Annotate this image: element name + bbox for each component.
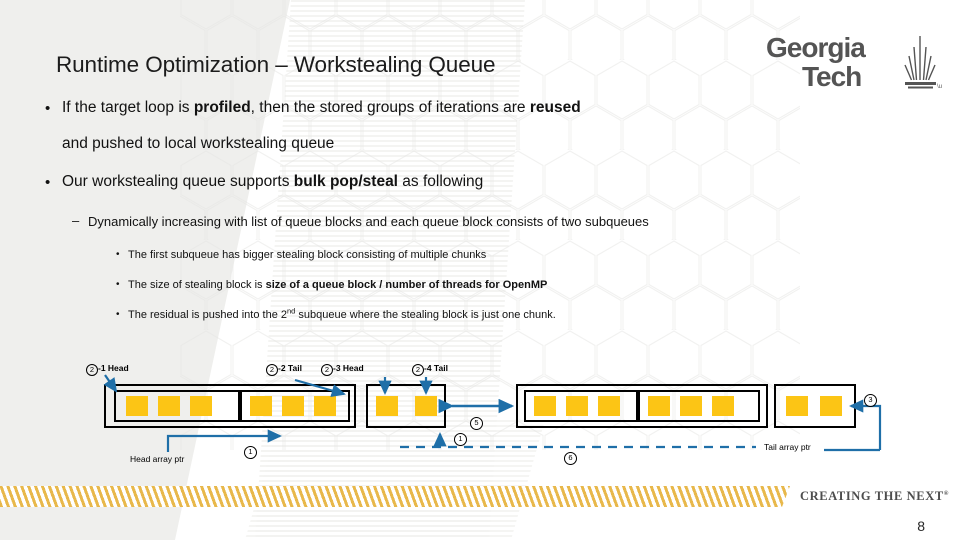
footer-tagline-text: CREATING THE NEXT (800, 489, 944, 503)
sub-bullet-text: Dynamically increasing with list of queu… (88, 214, 649, 229)
circled-number-2: 2 (412, 364, 424, 376)
label-head-2-3: 2-3 Head (321, 363, 364, 376)
sub-sub-bullet-text-pre: The residual is pushed into the 2 (128, 309, 287, 321)
bullet-1-text-pre: If the target loop is (62, 99, 194, 116)
circled-step-5: 5 (470, 417, 483, 430)
chunk (598, 396, 620, 416)
content-bullets: • If the target loop is profiled, then t… (30, 100, 930, 321)
bullet-marker: • (116, 279, 120, 290)
workstealing-queue-diagram: 2-1 Head 2-2 Tail 2-3 Head 2-4 Tail Head… (0, 352, 960, 477)
svg-text:Georgia: Georgia (766, 32, 866, 63)
bullet-1-bold-reused: reused (529, 99, 581, 116)
chunk (376, 396, 398, 416)
footer-tagline: CREATING THE NEXT® (800, 489, 949, 504)
bullet-item-2: • Our workstealing queue supports bulk p… (30, 172, 930, 191)
bullet-marker: • (116, 249, 120, 260)
label-head-2-3-text: -3 Head (333, 363, 364, 373)
bullet-item-1: • If the target loop is profiled, then t… (30, 100, 930, 116)
circled-step-6: 6 (564, 452, 577, 465)
svg-text:\u00ae: \u00ae (937, 84, 942, 90)
queue-block-3 (516, 384, 768, 428)
circled-number-2: 2 (86, 364, 98, 376)
subqueue-1-2 (240, 390, 350, 422)
bullet-1-bold-profiled: profiled (193, 99, 251, 116)
bullet-marker: • (116, 309, 120, 320)
subqueue-3-2 (638, 390, 760, 422)
circled-step-1-dashed: 1 (454, 433, 467, 446)
georgia-tech-logo: Georgia Tech \u00ae (766, 32, 942, 92)
subqueue-1-1 (114, 390, 240, 422)
circled-step-1-head: 1 (244, 446, 257, 459)
chunk (820, 396, 842, 416)
page-title: Runtime Optimization – Workstealing Queu… (56, 52, 496, 77)
sub-sub-bullet-residual: • The residual is pushed into the 2nd su… (30, 306, 930, 321)
sub-sub-bullet-text-post: subqueue where the stealing block is jus… (295, 309, 556, 321)
registered-mark: ® (943, 489, 950, 497)
sub-sub-bullet-bold: size of a queue block / number of thread… (265, 279, 548, 291)
chunk (566, 396, 588, 416)
chunk (648, 396, 670, 416)
label-head-2-1-text: -1 Head (98, 363, 129, 373)
chunk (534, 396, 556, 416)
circled-step-3: 3 (864, 394, 877, 407)
bullet-1-continuation: and pushed to local workstealing queue (62, 134, 335, 152)
label-tail-2-4: 2-4 Tail (412, 363, 448, 376)
label-tail-array-ptr: Tail array ptr (764, 442, 811, 452)
label-head-array-ptr: Head array ptr (130, 454, 185, 464)
chunk (158, 396, 180, 416)
queue-block-1 (104, 384, 356, 428)
page-number: 8 (917, 518, 925, 534)
circled-number-2: 2 (266, 364, 278, 376)
sub-sub-bullet-text-pre: The size of stealing block is (128, 279, 266, 291)
chunk (126, 396, 148, 416)
label-tail-2-4-text: -4 Tail (424, 363, 448, 373)
sub-sub-bullet-first-subqueue: • The first subqueue has bigger stealing… (30, 249, 930, 261)
label-tail-2-2-text: -2 Tail (278, 363, 302, 373)
chunk (712, 396, 734, 416)
chunk (786, 396, 808, 416)
footer-band: CREATING THE NEXT® (0, 486, 960, 507)
dash-marker: – (72, 213, 80, 228)
footer-stripes (0, 486, 790, 507)
bullet-2-text-pre: Our workstealing queue supports (62, 172, 294, 190)
chunk (314, 396, 336, 416)
sub-sub-bullet-text: The first subqueue has bigger stealing b… (128, 249, 487, 261)
chunk (282, 396, 304, 416)
chunk (250, 396, 272, 416)
bullet-marker: • (45, 100, 51, 117)
diagram-connectors (103, 374, 882, 452)
label-tail-2-2: 2-2 Tail (266, 363, 302, 376)
chunk (680, 396, 702, 416)
circled-number-2: 2 (321, 364, 333, 376)
label-head-2-1: 2-1 Head (86, 363, 129, 376)
bullet-2-text-post: as following (398, 172, 484, 190)
chunk (190, 396, 212, 416)
chunk (415, 396, 437, 416)
sub-bullet-dynamically-increasing: – Dynamically increasing with list of qu… (30, 213, 930, 229)
sub-sub-bullet-stealing-block-size: • The size of stealing block is size of … (30, 279, 930, 291)
svg-text:Tech: Tech (802, 61, 861, 92)
bullet-1-text-mid: , then the stored groups of iterations a… (250, 99, 530, 116)
bullet-marker: • (45, 173, 51, 191)
bullet-2-bold-bulk: bulk pop/steal (293, 172, 398, 190)
ordinal-suffix: nd (287, 306, 296, 316)
subqueue-3-1 (524, 390, 638, 422)
